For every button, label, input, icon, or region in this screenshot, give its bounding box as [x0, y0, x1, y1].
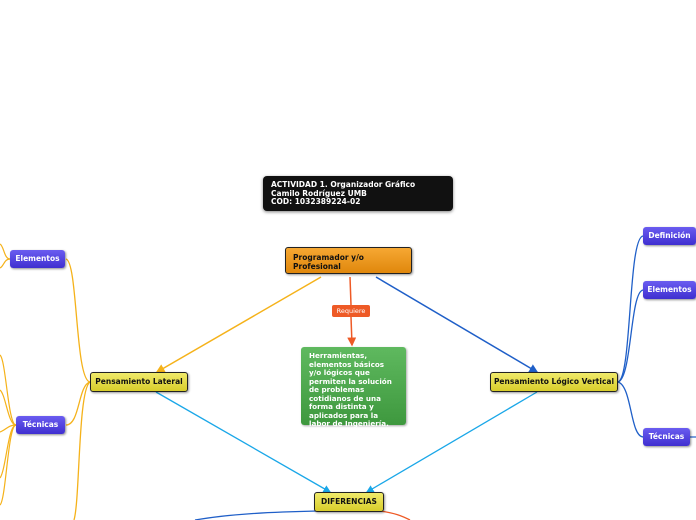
connector-root-to-lateral: [155, 276, 322, 373]
lateral-elementos-node[interactable]: Elementos: [10, 250, 65, 268]
vertical-definicion-node[interactable]: Definición: [643, 227, 696, 245]
diferencias-node[interactable]: DIFERENCIAS: [314, 492, 384, 512]
title-box[interactable]: ACTIVIDAD 1. Organizador Gráfico Camilo …: [263, 176, 453, 211]
title-line-3: COD: 1032389224-02: [271, 197, 361, 206]
connector-lateral-elementos: [65, 258, 91, 383]
vertical-tecnicas-label: Técnicas: [648, 432, 685, 441]
connector-requiere-out: [347, 316, 357, 347]
vertical-thinking-label: Pensamiento Lógico Vertical: [493, 377, 615, 386]
connector-diferencias-right: [379, 510, 411, 520]
connector-lateral-extra: [73, 381, 91, 520]
connector-vertical-elementos: [617, 289, 644, 383]
title-line-1: ACTIVIDAD 1. Organizador Gráfico: [271, 180, 416, 189]
lateral-thinking-node[interactable]: Pensamiento Lateral: [90, 372, 188, 392]
vertical-thinking-node[interactable]: Pensamiento Lógico Vertical: [490, 372, 618, 392]
connector-diferencias-left: [194, 510, 319, 520]
lateral-elementos-label: Elementos: [15, 254, 60, 263]
diferencias-label: DIFERENCIAS: [321, 497, 377, 506]
lateral-tecnicas-label: Técnicas: [22, 420, 59, 429]
connector-requiere-in: [349, 276, 352, 306]
connector-root-to-vertical: [375, 276, 539, 373]
root-node[interactable]: Programador y/o Profesional: [285, 247, 412, 274]
connector-vertical-to-diferencias: [365, 391, 538, 493]
description-text: Herramientas, elementos básicos y/o lógi…: [309, 351, 392, 428]
title-line-2: Camilo Rodríguez UMB: [271, 188, 367, 198]
connector-lateral-to-diferencias: [155, 391, 332, 493]
lateral-tecnicas-node[interactable]: Técnicas: [16, 416, 65, 434]
relationship-label[interactable]: Requiere: [332, 305, 370, 317]
root-node-label: Programador y/o Profesional: [293, 253, 364, 271]
description-node[interactable]: Herramientas, elementos básicos y/o lógi…: [301, 347, 406, 428]
vertical-elementos-label: Elementos: [647, 285, 692, 294]
connector-vertical-definicion: [617, 235, 644, 383]
connector-lateral-tecnicas: [65, 381, 91, 426]
vertical-tecnicas-node[interactable]: Técnicas: [643, 428, 690, 446]
connector-vertical-tecnicas: [617, 381, 644, 438]
vertical-definicion-label: Definición: [648, 231, 691, 240]
lateral-thinking-label: Pensamiento Lateral: [95, 377, 183, 386]
vertical-elementos-node[interactable]: Elementos: [643, 281, 696, 299]
